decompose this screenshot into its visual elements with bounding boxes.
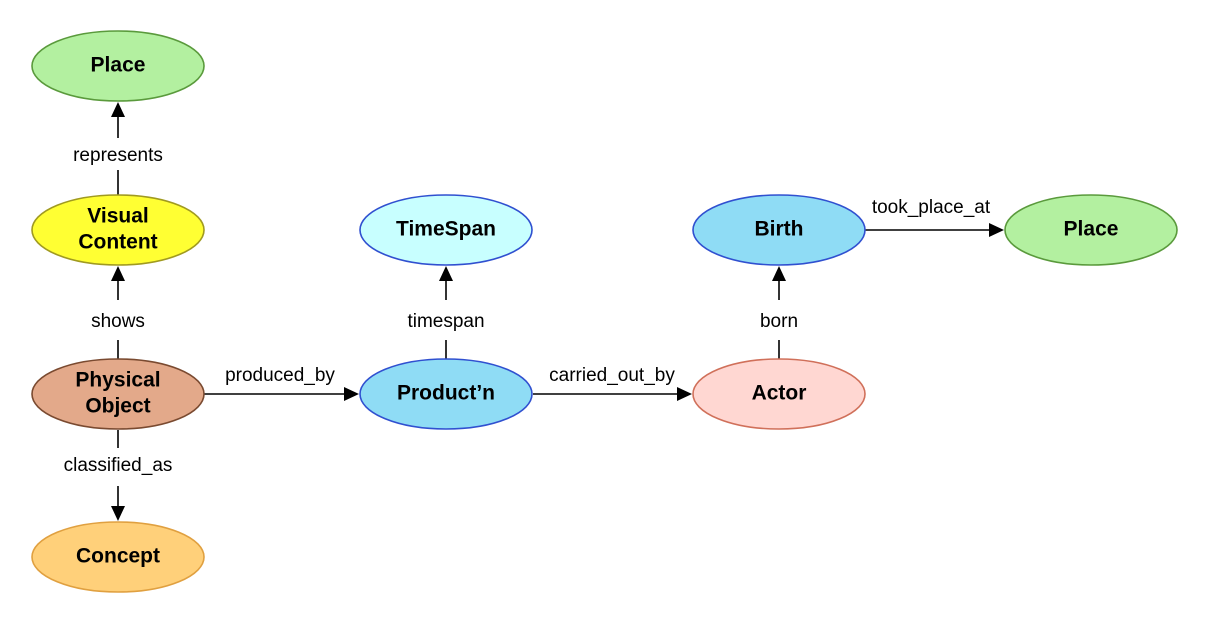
node-label: Product’n [397,382,495,405]
arrow-head [439,266,453,281]
node-label: Place [1064,218,1119,241]
edge-label: classified_as [64,455,173,476]
edge-produced-by: produced_by [204,365,359,401]
node-label: Visual [87,205,148,228]
node-label: TimeSpan [396,218,496,241]
node-ellipse [31,358,205,430]
edge-represents: represents [73,102,163,195]
node-ellipse [359,358,533,430]
arrow-head [111,266,125,281]
node-label: Content [78,231,157,254]
edge-label: represents [73,145,163,166]
edge-carried-out-by: carried_out_by [533,365,692,401]
node-place-top: Place [31,30,205,102]
node-label: Birth [755,218,804,241]
node-ellipse [692,358,866,430]
node-ellipse [1004,194,1178,266]
node-label: Concept [76,545,160,568]
node-birth: Birth [692,194,866,266]
node-label: Place [91,54,146,77]
node-timespan: TimeSpan [359,194,533,266]
arrow-head [111,506,125,521]
node-concept: Concept [31,521,205,593]
nodes-layer: PlaceVisualContentPhysicalObjectConceptT… [31,30,1178,593]
edge-label: produced_by [225,365,335,386]
node-label: Actor [752,382,807,405]
edge-label: carried_out_by [549,365,675,386]
arrow-head [111,102,125,117]
node-ellipse [692,194,866,266]
node-label: Object [85,395,150,418]
node-ellipse [31,521,205,593]
node-ellipse [31,194,205,266]
arrow-head [989,223,1004,237]
edge-timespan: timespan [407,266,485,359]
arrow-head [677,387,692,401]
edge-born: born [760,266,798,359]
arrow-head [344,387,359,401]
edges-layer: represents shows classified_as produced_by t… [64,102,1004,521]
edge-label: shows [91,311,145,332]
edge-took-place-at: took_place_at [865,197,1004,237]
node-label: Physical [75,369,160,392]
node-place-right: Place [1004,194,1178,266]
node-ellipse [31,30,205,102]
edge-label: took_place_at [872,197,991,218]
node-actor: Actor [692,358,866,430]
node-ellipse [359,194,533,266]
node-production: Product’n [359,358,533,430]
arrow-head [772,266,786,281]
edge-classified-as: classified_as [64,430,173,521]
edge-label: born [760,311,798,332]
edge-shows: shows [91,266,145,359]
edge-label: timespan [407,311,484,332]
